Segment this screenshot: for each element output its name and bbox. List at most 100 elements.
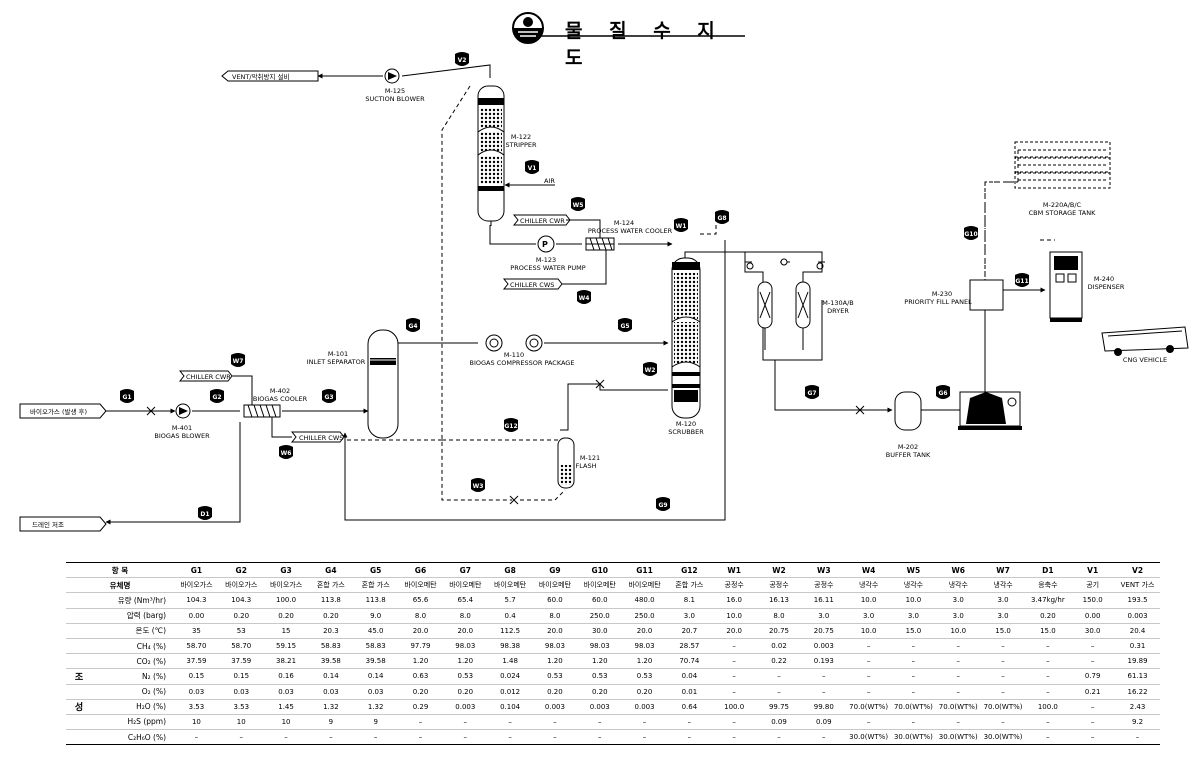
table-cell: 0.03 (188, 687, 205, 696)
composition-group-label (66, 730, 92, 745)
m110-tag: M-110 (504, 351, 524, 359)
table-cell: 0.104 (500, 702, 521, 711)
table-cell: 58.83 (365, 642, 386, 651)
table-cell: – (866, 687, 871, 696)
table-cell: – (911, 687, 916, 696)
table-cell: 39.58 (365, 657, 386, 666)
table-column-header: G2 (235, 565, 247, 575)
table-cell: 20.7 (681, 626, 698, 635)
table-cell: 70.0(WT%) (849, 702, 889, 711)
table-row-label: 온도 (℃) (135, 626, 167, 636)
m124-name: PROCESS WATER COOLER (588, 227, 673, 235)
stream-marker-label: G8 (717, 215, 726, 222)
table-cell: 0.22 (771, 657, 787, 666)
stream-marker-label: G10 (964, 231, 977, 238)
table-cell: 113.8 (320, 596, 341, 605)
table-cell: – (1046, 687, 1050, 696)
table-cell: 8.0 (459, 611, 471, 620)
process-flow-diagram: P (19, 52, 1189, 532)
table-cell: 10 (281, 717, 291, 726)
m101-name: INLET SEPARATOR (307, 358, 366, 366)
m130-name: DRYER (827, 307, 849, 315)
process-water-cooler-icon (585, 237, 615, 251)
table-cell: 19.89 (1127, 657, 1148, 666)
table-cell: 0.53 (547, 672, 563, 681)
table-cell: – (732, 687, 736, 696)
stream-marker-label: G12 (504, 423, 517, 430)
table-cell: – (463, 717, 468, 726)
table-cell: – (1090, 642, 1095, 651)
table-cell: 30.0(WT%) (983, 733, 1023, 742)
table-cell: 112.5 (500, 626, 521, 635)
table-cell: 0.03 (323, 687, 339, 696)
table-cell: 0.193 (813, 657, 834, 666)
table-cell: 냉각수 (948, 581, 968, 590)
table-cell: 0.03 (233, 687, 250, 696)
title-emblem-icon (512, 12, 745, 44)
table-cell: – (1001, 687, 1005, 696)
table-cell: 0.53 (636, 672, 653, 681)
table-cell: 15 (281, 626, 291, 635)
table-cell: – (418, 733, 423, 742)
table-cell: 37.59 (186, 657, 207, 666)
cng-vehicle-bus-icon (1101, 326, 1189, 356)
page-title: 물 질 수 지 도 (565, 20, 725, 69)
table-cell: 3.0 (997, 596, 1009, 605)
table-cell: – (911, 642, 916, 651)
table-column-header: W2 (772, 565, 786, 575)
table-cell: 30.0 (1084, 626, 1101, 635)
table-cell: 58.83 (320, 642, 341, 651)
stream-marker-label: G3 (324, 394, 333, 401)
inlet-separator-vessel (367, 329, 399, 439)
table-cell: 1.45 (278, 702, 294, 711)
table-cell: 20.4 (1129, 626, 1146, 635)
table-cell: 3.47kg/hr (1030, 596, 1065, 605)
m220-name: CBM STORAGE TANK (1029, 209, 1096, 217)
drain-label: 드레인 저조 (32, 520, 64, 529)
process-water-pump-icon: P (537, 235, 555, 253)
flash-vessel (557, 437, 575, 489)
table-column-header: W1 (727, 565, 741, 575)
table-row-label: 압력 (barg) (126, 611, 167, 621)
table-cell: 응축수 (1038, 581, 1058, 590)
table-cell: 0.14 (323, 672, 339, 681)
table-cell: 0.53 (591, 672, 608, 681)
table-cell: 20.0 (457, 626, 474, 635)
stream-marker-w1: W1 (674, 218, 688, 232)
table-cell: 0.03 (278, 687, 294, 696)
table-cell: 20.3 (323, 626, 339, 635)
table-cell: – (1090, 717, 1095, 726)
table-cell: 0.20 (1040, 611, 1056, 620)
stream-marker-label: D1 (200, 511, 209, 518)
table-cell: 8.0 (773, 611, 785, 620)
table-cell: 공정수 (814, 581, 834, 590)
table-cell: 9 (373, 717, 378, 726)
table-cell: – (911, 672, 916, 681)
table-cell: 70.0(WT%) (983, 702, 1023, 711)
m125-name: SUCTION BLOWER (365, 95, 425, 103)
stream-marker-label: G9 (658, 502, 667, 509)
table-cell: – (463, 733, 468, 742)
table-cell: 16.22 (1127, 687, 1148, 696)
air-label: AIR (544, 177, 555, 185)
dash-dot-piping (984, 181, 1020, 290)
table-cell: 0.20 (233, 611, 250, 620)
table-cell: 3.0 (907, 611, 919, 620)
table-cell: 28.57 (679, 642, 700, 651)
dispenser-icon (1049, 251, 1083, 322)
table-cell: 8.1 (683, 596, 695, 605)
table-cell: 3.0 (863, 611, 875, 620)
table-cell: 20.75 (768, 626, 789, 635)
table-cell: 3.53 (233, 702, 250, 711)
buffer-tank (894, 391, 922, 431)
stream-marker-label: W6 (281, 450, 292, 457)
table-cell: 0.15 (188, 672, 205, 681)
table-cell: 0.16 (278, 672, 294, 681)
table-cell: 0.01 (681, 687, 698, 696)
table-row-label: C₂H₆O (%) (127, 732, 167, 742)
stream-marker-label: G4 (408, 323, 417, 330)
table-cell: VENT 가스 (1120, 581, 1155, 590)
